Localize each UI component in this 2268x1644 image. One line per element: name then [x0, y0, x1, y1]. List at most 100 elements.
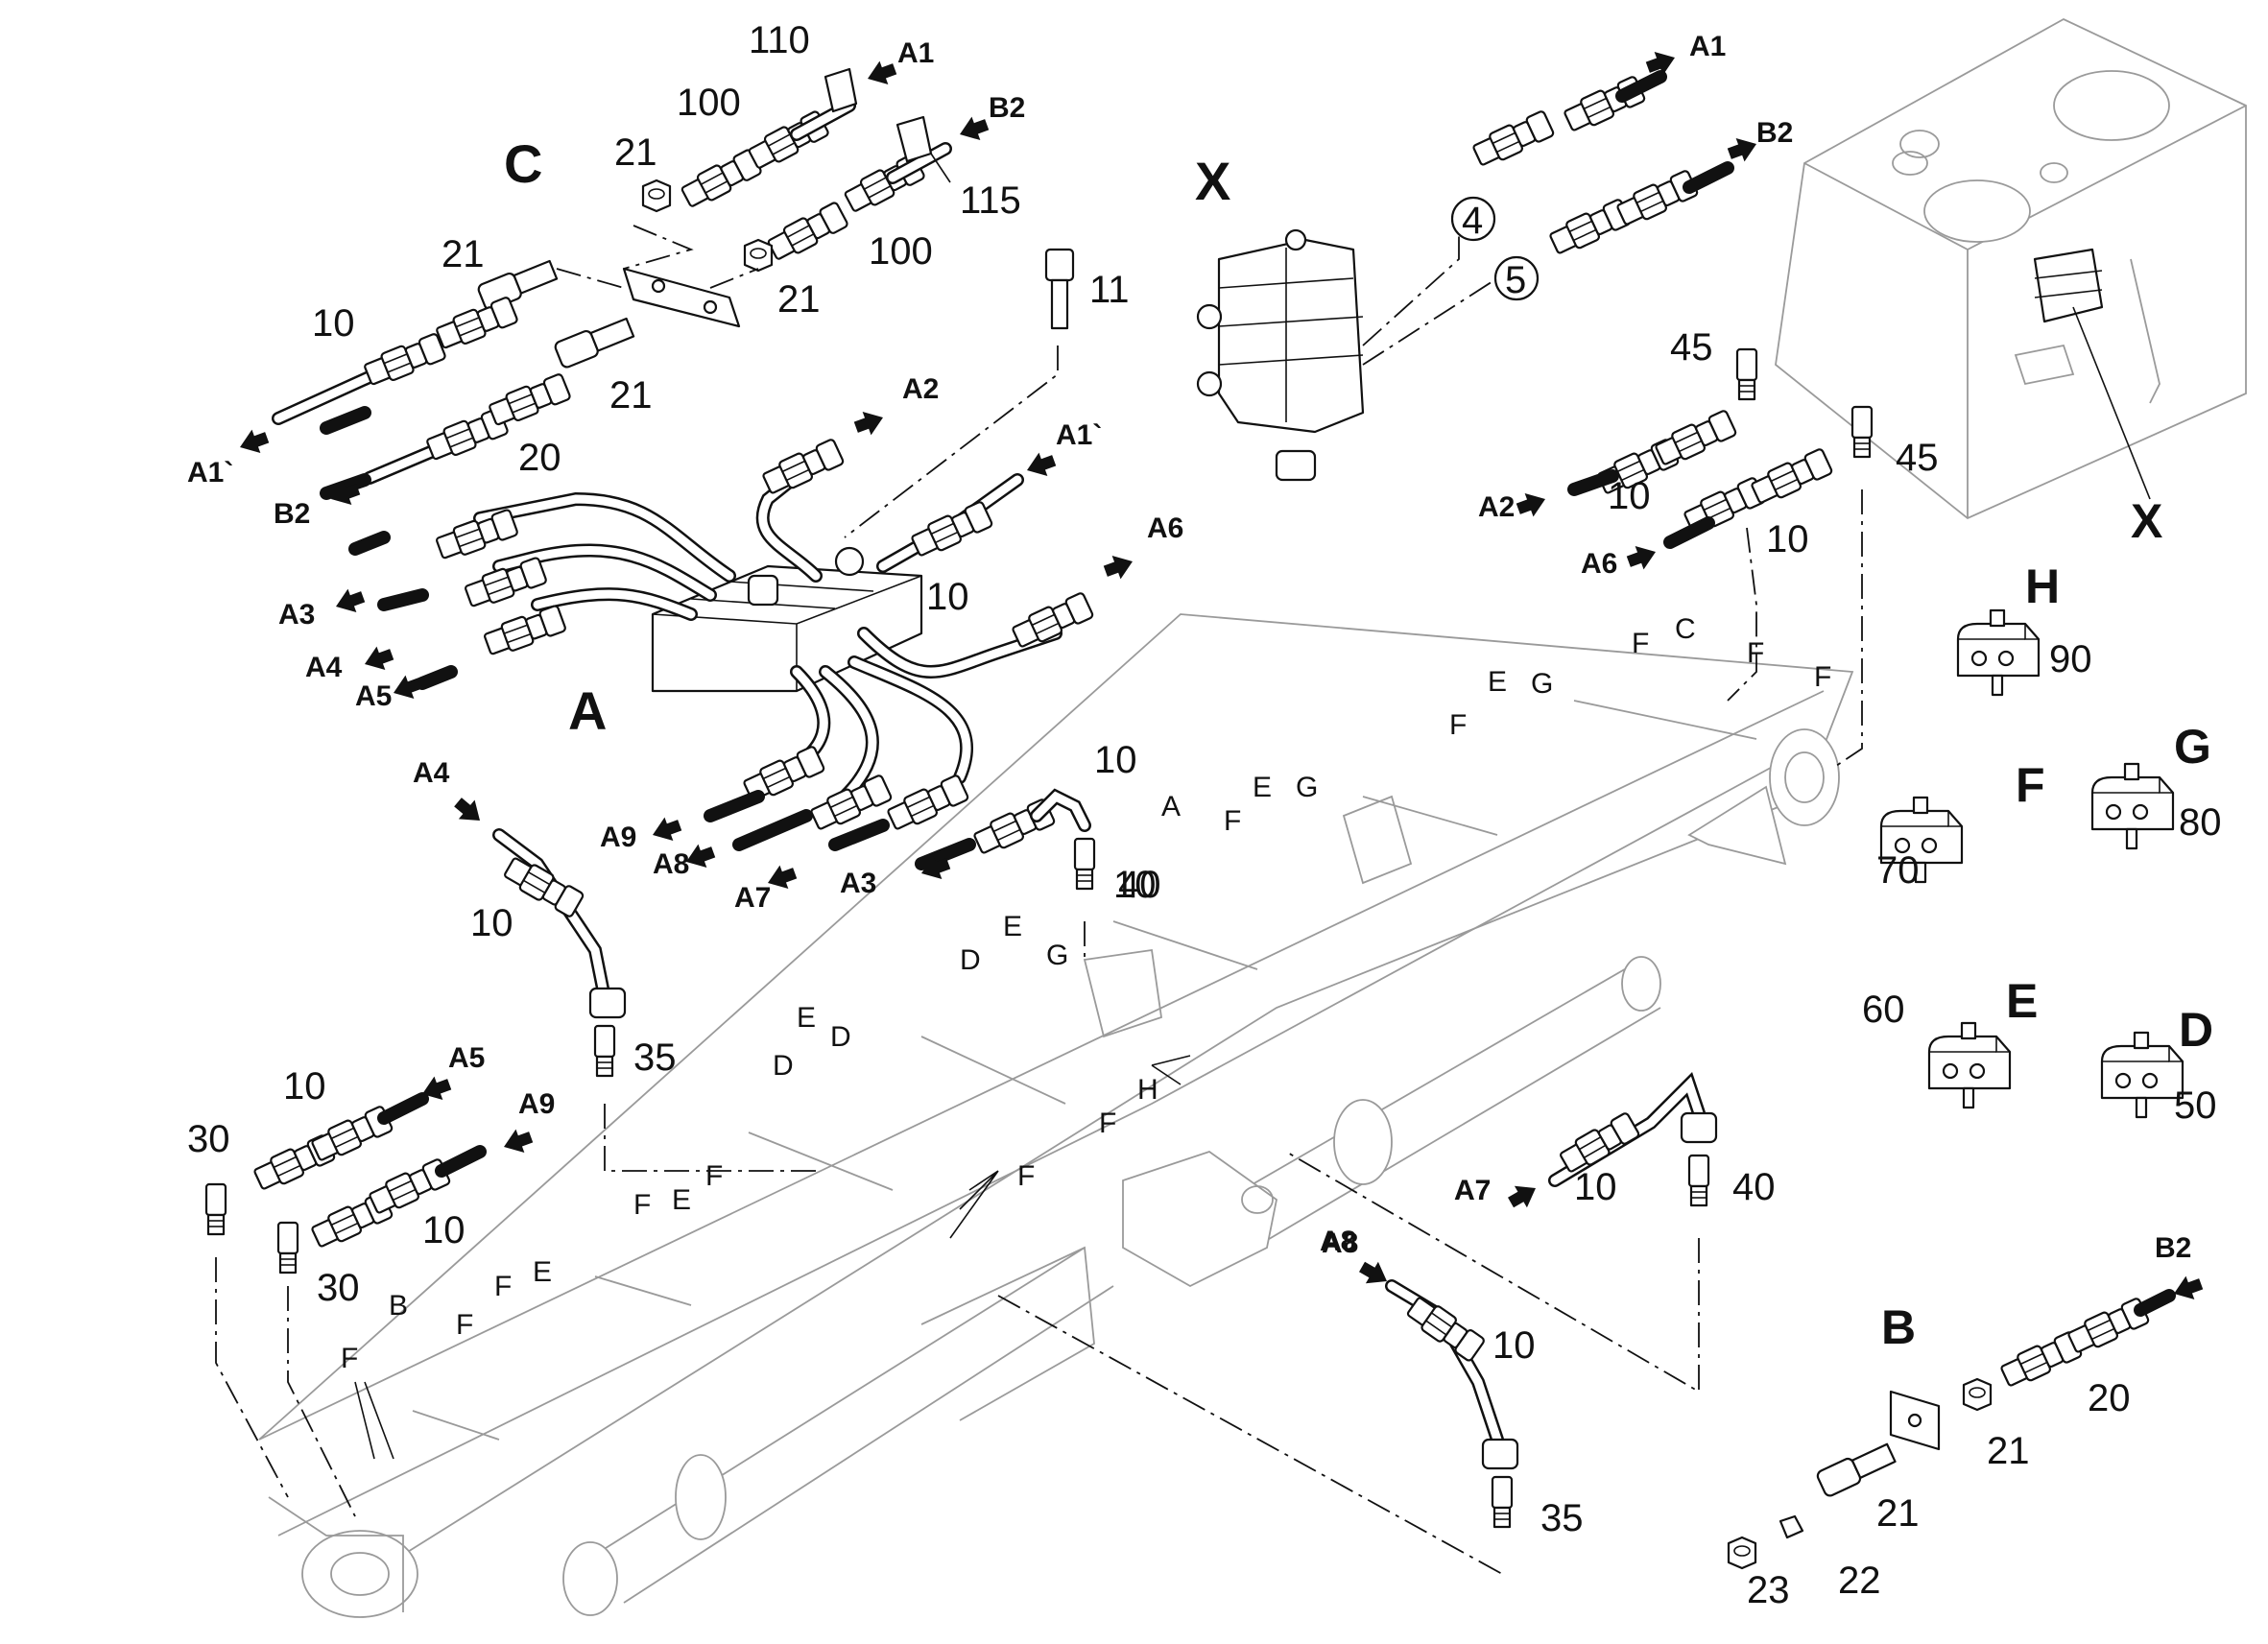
svg-text:D: D — [830, 1021, 851, 1053]
svg-text:F: F — [1017, 1160, 1035, 1192]
port-label: A7 — [734, 882, 771, 914]
svg-text:G: G — [1296, 772, 1318, 803]
svg-text:F: F — [456, 1309, 473, 1341]
part-number: 35 — [1540, 1497, 1584, 1539]
svg-text:A: A — [1161, 791, 1181, 822]
part-number: 21 — [1876, 1492, 1920, 1535]
port-label: A8 — [1322, 1227, 1358, 1259]
svg-text:G: G — [1046, 940, 1068, 971]
view-label-x-top: X — [1195, 151, 1230, 211]
svg-text:C: C — [1675, 613, 1696, 645]
port-label: A8 — [1320, 1226, 1356, 1257]
part-number: 10 — [422, 1209, 466, 1251]
svg-text:E: E — [533, 1256, 552, 1288]
svg-text:E: E — [797, 1002, 816, 1034]
part-number: 10 — [1574, 1166, 1617, 1208]
detail-clamps — [1879, 608, 2184, 1119]
port-label: A4 — [413, 757, 450, 789]
view-x-valve — [1196, 70, 1734, 482]
detail-number-f: 70 — [1876, 849, 1920, 892]
port-label: A9 — [600, 822, 636, 853]
svg-text:G: G — [1531, 668, 1553, 700]
part-number: 22 — [1838, 1560, 1881, 1602]
port-label: A5 — [448, 1042, 485, 1074]
detail-number-g: 80 — [2179, 801, 2222, 844]
port-label: A2 — [902, 373, 939, 405]
part-number: 110 — [749, 19, 810, 61]
part-number: 45 — [1896, 437, 1939, 479]
boom-tag-labels: F C F F E G F A F E G D E G E D D H F F … — [341, 613, 1831, 1374]
view-label-c: C — [504, 133, 542, 194]
svg-text:F: F — [1632, 628, 1649, 659]
svg-text:D: D — [773, 1050, 794, 1082]
port-label: A5 — [355, 680, 392, 712]
part-number: 21 — [442, 233, 485, 275]
boom-outline — [258, 613, 1854, 1618]
svg-text:F: F — [1747, 637, 1764, 669]
port-label: A7 — [1454, 1175, 1491, 1206]
part-number: 11 — [1089, 269, 1130, 311]
port-label: A6 — [1147, 512, 1183, 544]
view-label-x-side: X — [2131, 494, 2162, 548]
view-b-assembly — [1727, 1289, 2176, 1570]
detail-number-e: 60 — [1862, 989, 1905, 1031]
part-number: 35 — [633, 1036, 677, 1079]
view-label-b: B — [1881, 1300, 1916, 1354]
part-number: 23 — [1747, 1569, 1790, 1611]
port-label: A1 — [1689, 31, 1726, 62]
detail-label-f: F — [2016, 758, 2045, 812]
port-labels: A1 B2 A1` A2 A3 A4 A5 A6 A7 A8 A9 A1` B2… — [187, 31, 2191, 1264]
part-number: 10 — [470, 902, 513, 944]
svg-text:F: F — [1224, 805, 1241, 837]
part-number: 100 — [869, 230, 933, 273]
callout-5: 5 — [1505, 259, 1526, 301]
view-a-valve-block — [320, 248, 1095, 870]
port-label: A2 — [1478, 491, 1515, 523]
part-number: 20 — [2088, 1377, 2131, 1419]
part-number: 100 — [677, 82, 741, 124]
svg-text:F: F — [341, 1343, 358, 1374]
part-number-labels: 110 100 21 115 100 21 21 10 21 20 11 10 … — [187, 19, 2131, 1611]
part-number: 10 — [1492, 1324, 1536, 1367]
port-label: A4 — [305, 652, 343, 683]
callout-4: 4 — [1462, 200, 1483, 242]
part-number: 10 — [1094, 739, 1137, 781]
svg-text:F: F — [1814, 661, 1831, 693]
port-label: A6 — [1581, 548, 1617, 580]
port-label: A3 — [278, 599, 315, 631]
port-label: B2 — [2155, 1232, 2191, 1264]
part-number: 21 — [609, 374, 653, 417]
svg-text:B: B — [389, 1290, 408, 1322]
port-label: B2 — [1756, 117, 1793, 149]
part-number: 10 — [312, 302, 355, 345]
part-number: 10 — [1113, 864, 1157, 906]
port-label: A1` — [1056, 419, 1102, 451]
part-number: 21 — [614, 131, 657, 174]
port-label: A8 — [653, 848, 689, 880]
part-number: 20 — [518, 437, 561, 479]
svg-text:F: F — [1449, 709, 1467, 741]
part-number: 40 — [1118, 864, 1161, 906]
lower-fittings — [204, 347, 1874, 1575]
port-label: A3 — [840, 868, 876, 899]
part-number: 30 — [317, 1267, 360, 1309]
detail-number-d: 50 — [2174, 1084, 2217, 1127]
part-number: 40 — [1732, 1166, 1776, 1208]
view-label-a: A — [568, 680, 607, 741]
detail-label-h: H — [2025, 560, 2060, 613]
part-number: 10 — [283, 1065, 326, 1108]
svg-text:E: E — [1488, 666, 1507, 698]
svg-text:D: D — [960, 944, 981, 976]
part-number: 10 — [926, 576, 969, 618]
svg-text:H: H — [1137, 1074, 1158, 1106]
part-number: 30 — [187, 1118, 230, 1160]
detail-label-e: E — [2006, 974, 2038, 1028]
svg-text:F: F — [633, 1189, 651, 1221]
port-label: A7 — [1454, 1175, 1491, 1206]
part-number: 10 — [1608, 475, 1651, 517]
port-label: B2 — [989, 92, 1025, 124]
machine-frame — [1775, 17, 2247, 520]
view-c-assembly — [272, 67, 952, 485]
port-label: A1` — [187, 457, 233, 488]
